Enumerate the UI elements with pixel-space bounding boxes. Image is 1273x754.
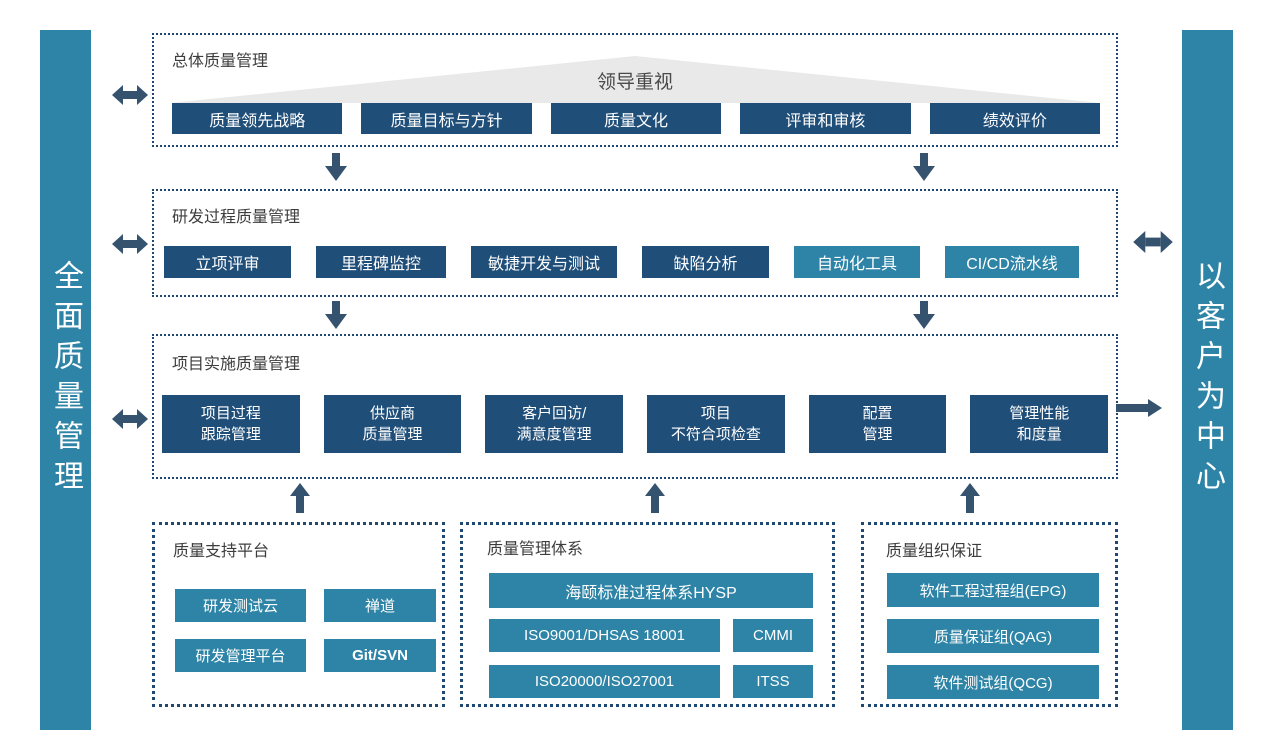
- chip-rd-test-cloud: 研发测试云: [175, 589, 306, 622]
- quality-system-title: 质量管理体系: [487, 541, 584, 558]
- chip-automation-tools: 自动化工具: [794, 246, 920, 278]
- section-overall-quality: 总体质量管理 领导重视 质量领先战略 质量目标与方针 质量文化 评审和审核 绩效…: [152, 33, 1118, 147]
- chip-cmmi: CMMI: [733, 619, 813, 652]
- chip-epg-group: 软件工程过程组(EPG): [887, 573, 1099, 607]
- chip-rd-management-platform: 研发管理平台: [175, 639, 306, 672]
- chip-iso20000-iso27001: ISO20000/ISO27001: [489, 665, 720, 698]
- left-banner: 全面质量管理: [40, 30, 91, 730]
- chip-quality-leading-strategy: 质量领先战略: [172, 103, 343, 134]
- section-rd-title: 研发过程质量管理: [172, 209, 301, 226]
- right-banner: 以客户为中心: [1182, 30, 1233, 730]
- chip-qag-group: 质量保证组(QAG): [887, 619, 1099, 653]
- chip-configuration-management: 配置 管理: [808, 395, 947, 453]
- chip-supplier-quality: 供应商 质量管理: [323, 395, 462, 453]
- org-assurance-title: 质量组织保证: [886, 543, 983, 560]
- down-arrow-icon: [913, 301, 935, 329]
- chip-project-approval-review: 立项评审: [164, 246, 291, 278]
- section-org-assurance: 质量组织保证 软件工程过程组(EPG) 质量保证组(QAG) 软件测试组(QCG…: [861, 522, 1118, 707]
- section-project-title: 项目实施质量管理: [172, 356, 301, 373]
- chip-performance-evaluation: 绩效评价: [929, 103, 1101, 134]
- left-right-arrow-icon: [112, 234, 148, 254]
- left-banner-label: 全面质量管理: [49, 260, 82, 500]
- section-quality-system: 质量管理体系 海颐标准过程体系HYSP ISO9001/DHSAS 18001 …: [460, 522, 835, 707]
- left-right-arrow-icon: [112, 409, 148, 429]
- chip-defect-analysis: 缺陷分析: [642, 246, 769, 278]
- up-arrow-icon: [645, 483, 665, 513]
- section-rd-process: 研发过程质量管理 立项评审 里程碑监控 敏捷开发与测试 缺陷分析 自动化工具 C…: [152, 189, 1118, 297]
- chip-performance-measurement: 管理性能 和度量: [970, 395, 1109, 453]
- chip-zentao: 禅道: [324, 589, 436, 622]
- left-right-arrow-icon: [1127, 231, 1179, 253]
- project-chip-row: 项目过程 跟踪管理 供应商 质量管理 客户回访/ 满意度管理 项目 不符合项检查…: [162, 395, 1109, 453]
- chip-nonconformance-check: 项目 不符合项检查: [647, 395, 785, 453]
- chip-project-process-tracking: 项目过程 跟踪管理: [162, 395, 300, 453]
- section-support-platform: 质量支持平台 研发测试云 禅道 研发管理平台 Git/SVN: [152, 522, 445, 707]
- right-banner-label: 以客户为中心: [1191, 260, 1224, 500]
- down-arrow-icon: [913, 153, 935, 181]
- chip-milestone-monitoring: 里程碑监控: [316, 246, 446, 278]
- quality-system-row1: ISO9001/DHSAS 18001 CMMI: [489, 619, 813, 652]
- chip-quality-goals-policy: 质量目标与方针: [361, 103, 532, 134]
- support-platform-grid: 研发测试云 禅道 研发管理平台 Git/SVN: [175, 589, 436, 672]
- leadership-banner-label: 领导重视: [596, 72, 673, 93]
- down-arrow-icon: [325, 153, 347, 181]
- up-arrow-icon: [960, 483, 980, 513]
- chip-cicd-pipeline: CI/CD流水线: [945, 246, 1079, 278]
- chip-iso9001-dhsas18001: ISO9001/DHSAS 18001: [489, 619, 720, 652]
- overall-chip-row: 质量领先战略 质量目标与方针 质量文化 评审和审核 绩效评价: [172, 103, 1101, 134]
- chip-git-svn: Git/SVN: [324, 639, 436, 672]
- chip-quality-culture: 质量文化: [550, 103, 722, 134]
- chip-agile-dev-testing: 敏捷开发与测试: [471, 246, 617, 278]
- chip-customer-visit-satisfaction: 客户回访/ 满意度管理: [485, 395, 624, 453]
- chip-hysp-standard-process: 海颐标准过程体系HYSP: [489, 573, 813, 608]
- section-project-impl: 项目实施质量管理 项目过程 跟踪管理 供应商 质量管理 客户回访/ 满意度管理 …: [152, 334, 1118, 479]
- rd-chip-row: 立项评审 里程碑监控 敏捷开发与测试 缺陷分析 自动化工具 CI/CD流水线: [164, 246, 1079, 278]
- section-overall-title: 总体质量管理: [172, 53, 269, 70]
- right-arrow-icon: [1116, 399, 1162, 417]
- up-arrow-icon: [290, 483, 310, 513]
- quality-system-row2: ISO20000/ISO27001 ITSS: [489, 665, 813, 698]
- chip-review-audit: 评审和审核: [740, 103, 911, 134]
- chip-itss: ITSS: [733, 665, 813, 698]
- down-arrow-icon: [325, 301, 347, 329]
- support-platform-title: 质量支持平台: [173, 543, 270, 560]
- chip-qcg-group: 软件测试组(QCG): [887, 665, 1099, 699]
- org-assurance-stack: 软件工程过程组(EPG) 质量保证组(QAG) 软件测试组(QCG): [887, 573, 1099, 699]
- left-right-arrow-icon: [112, 85, 148, 105]
- leadership-triangle: [170, 56, 1100, 103]
